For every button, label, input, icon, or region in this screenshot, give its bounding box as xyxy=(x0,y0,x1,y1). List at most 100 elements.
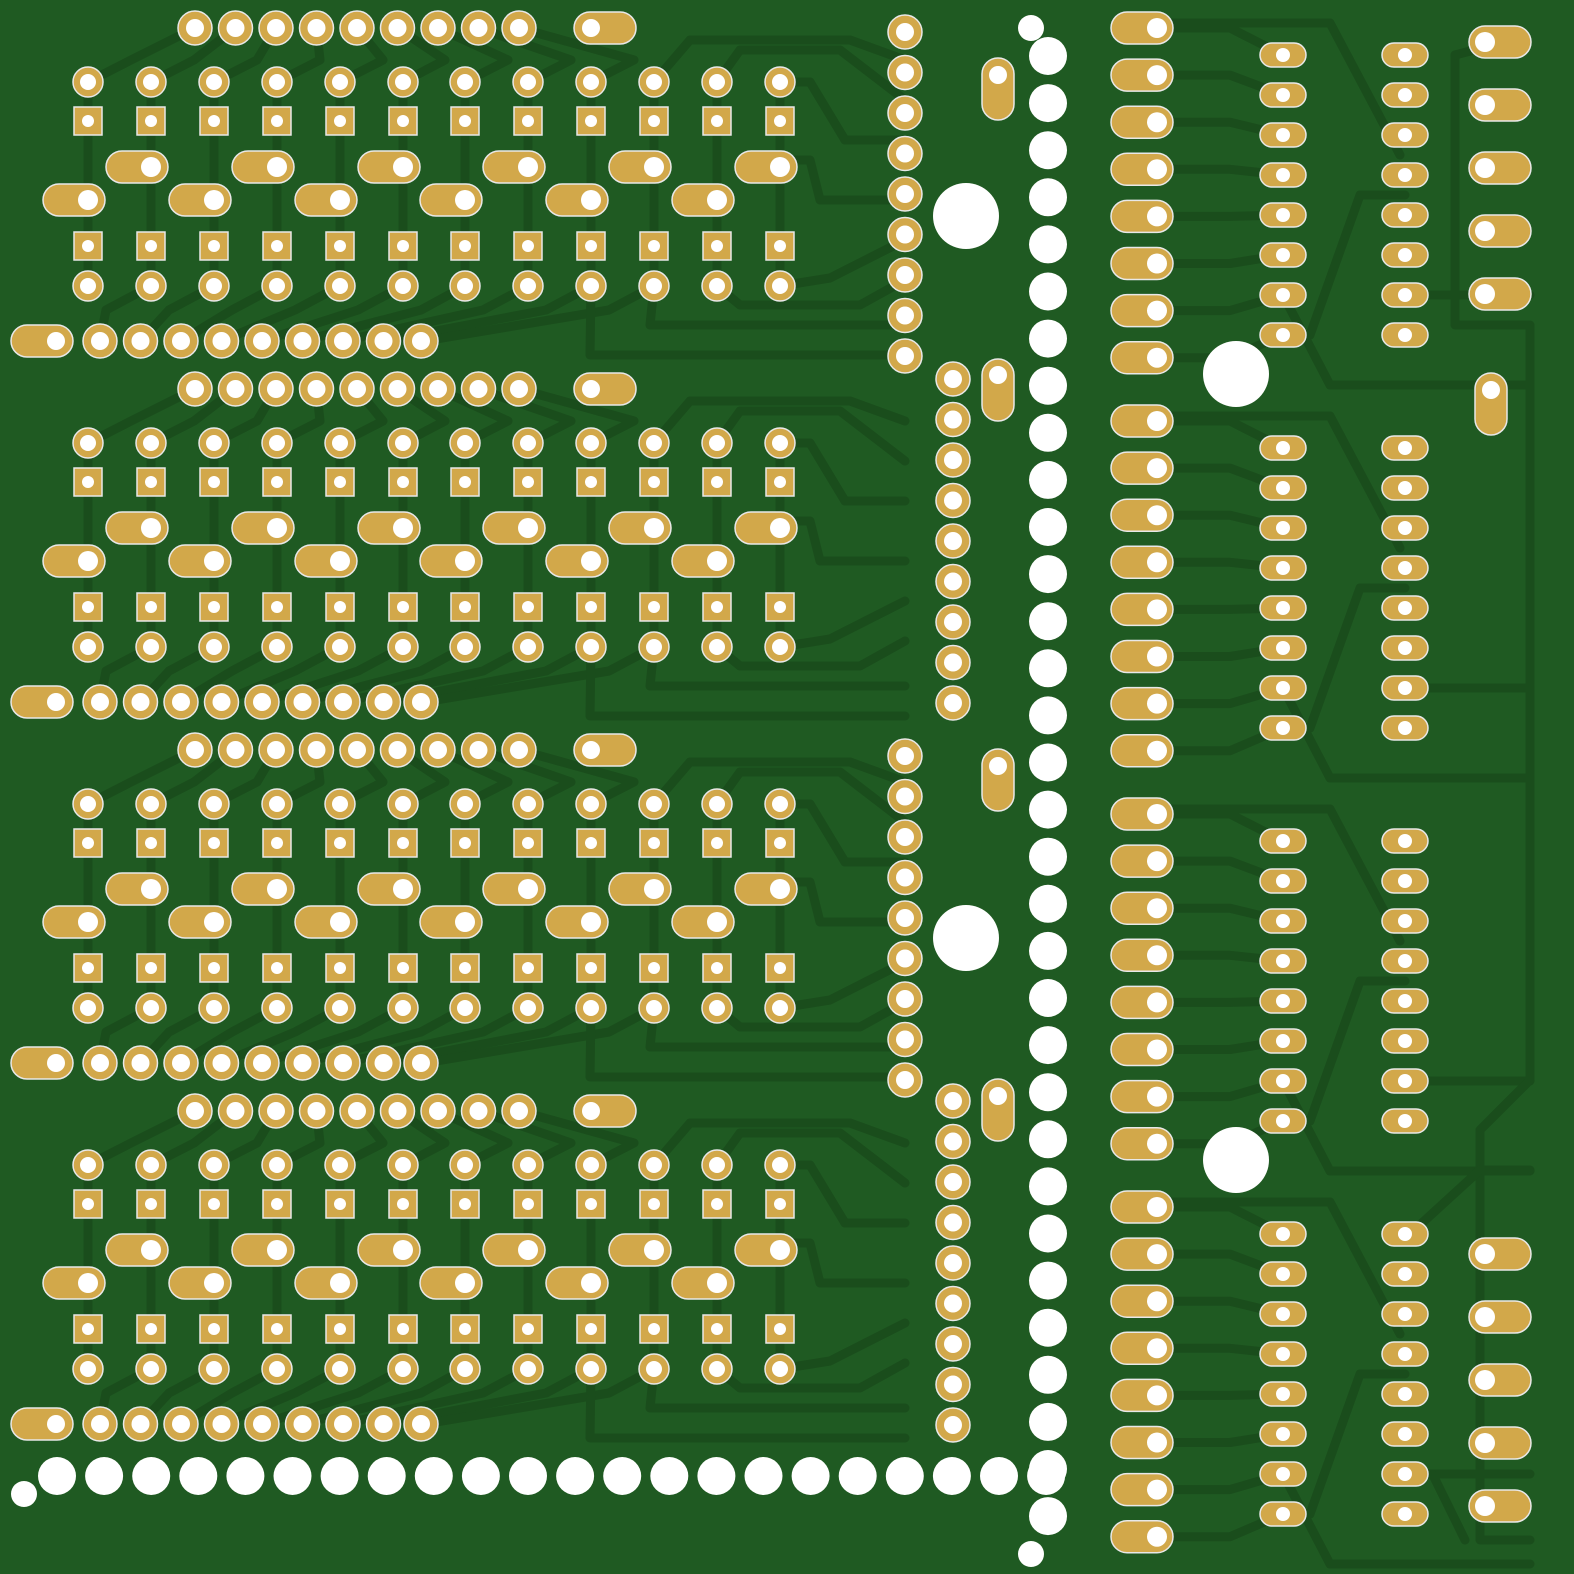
pad-hole xyxy=(208,1323,220,1335)
pad-hole xyxy=(585,601,597,613)
drill-hole xyxy=(650,1457,689,1495)
trace xyxy=(514,384,639,448)
pad-hole xyxy=(172,332,190,350)
pad-hole xyxy=(212,1415,231,1433)
pad-hole xyxy=(1147,1479,1167,1500)
pad-hole xyxy=(1147,1291,1167,1312)
pad-hole xyxy=(330,190,350,210)
square-pad xyxy=(199,1314,229,1344)
pad-hole xyxy=(1475,1370,1495,1390)
pad-hole xyxy=(581,190,601,210)
trace xyxy=(176,1364,282,1429)
pad-hole xyxy=(1276,1074,1290,1088)
pad-hole xyxy=(944,491,962,510)
pad-hole xyxy=(774,1323,786,1335)
pad-hole xyxy=(395,278,411,294)
drill-hole xyxy=(1029,931,1067,970)
pad-hole xyxy=(582,741,600,759)
pad-hole xyxy=(1276,681,1290,695)
pad-hole xyxy=(520,796,536,812)
pad-hole xyxy=(944,532,962,550)
pad-hole xyxy=(1147,159,1167,180)
pad-hole xyxy=(944,1254,962,1272)
pad-hole xyxy=(1398,128,1412,142)
pad-hole xyxy=(143,1157,159,1173)
pad-hole xyxy=(208,476,220,488)
trace xyxy=(176,1003,282,1068)
pad-hole xyxy=(459,601,471,613)
pad-hole xyxy=(896,144,914,163)
pad-hole xyxy=(1475,1496,1495,1516)
drill-hole xyxy=(933,905,999,971)
pad-hole xyxy=(334,332,352,350)
pad-hole xyxy=(204,912,224,932)
pad-hole xyxy=(47,1054,65,1072)
pad-hole xyxy=(91,332,109,350)
pad-hole xyxy=(1147,300,1167,321)
pad-hole xyxy=(510,19,528,37)
drill-hole xyxy=(1029,508,1067,546)
trace xyxy=(775,1318,910,1374)
pad-hole xyxy=(80,1157,96,1173)
pad-hole xyxy=(80,435,96,451)
drill-hole xyxy=(1203,341,1269,407)
drill-hole xyxy=(38,1457,76,1495)
pad-hole xyxy=(1398,561,1412,575)
pad-hole xyxy=(397,1198,409,1210)
pad-hole xyxy=(774,962,786,974)
pad-hole xyxy=(1147,112,1167,133)
drill-hole xyxy=(1029,1308,1067,1347)
trace xyxy=(585,281,910,360)
pad-hole xyxy=(78,551,98,571)
trace xyxy=(712,406,910,466)
pad-hole xyxy=(271,1198,283,1210)
pad-hole xyxy=(82,1198,94,1210)
pad-hole xyxy=(91,1415,109,1433)
pad-hole xyxy=(267,879,287,899)
pad-hole xyxy=(1398,328,1412,342)
pad-hole xyxy=(208,240,220,252)
pad-hole xyxy=(648,837,660,849)
pad-hole xyxy=(582,19,600,37)
pad-hole xyxy=(145,601,157,613)
drill-hole xyxy=(1029,837,1067,876)
pad-hole xyxy=(583,435,599,451)
drill-hole xyxy=(1029,1026,1067,1065)
drill-hole xyxy=(273,1457,312,1495)
pad-hole xyxy=(1398,88,1412,102)
drill-hole xyxy=(932,1457,971,1495)
pad-hole xyxy=(1147,552,1167,573)
pad-hole xyxy=(334,1198,346,1210)
pad-hole xyxy=(395,1000,411,1016)
square-pad xyxy=(576,1314,606,1344)
pad-hole xyxy=(896,347,914,365)
trace xyxy=(83,1106,200,1170)
pad-hole xyxy=(143,1361,159,1377)
pad-hole xyxy=(388,741,407,759)
pad-hole xyxy=(1398,721,1412,735)
pad-hole xyxy=(271,240,283,252)
pad-hole xyxy=(455,912,475,932)
pad-hole xyxy=(707,190,727,210)
pad-hole xyxy=(330,912,350,932)
pad-hole xyxy=(944,1416,962,1434)
pad-hole xyxy=(459,240,471,252)
pad-hole xyxy=(709,74,725,90)
pad-hole xyxy=(1147,206,1167,227)
pad-hole xyxy=(896,828,914,846)
pad-hole xyxy=(709,1000,725,1016)
pad-hole xyxy=(520,74,536,90)
pad-hole xyxy=(334,601,346,613)
pad-hole xyxy=(522,115,534,127)
drill-hole xyxy=(1029,272,1067,311)
pad-hole xyxy=(186,741,204,759)
trace xyxy=(419,1364,659,1429)
pad-hole xyxy=(388,19,407,37)
pad-hole xyxy=(711,1198,723,1210)
pad-hole xyxy=(82,115,94,127)
pad-hole xyxy=(583,74,599,90)
pad-hole xyxy=(204,551,224,571)
square-pad xyxy=(513,1314,543,1344)
pad-hole xyxy=(1147,65,1167,86)
pad-hole xyxy=(1398,1467,1412,1481)
